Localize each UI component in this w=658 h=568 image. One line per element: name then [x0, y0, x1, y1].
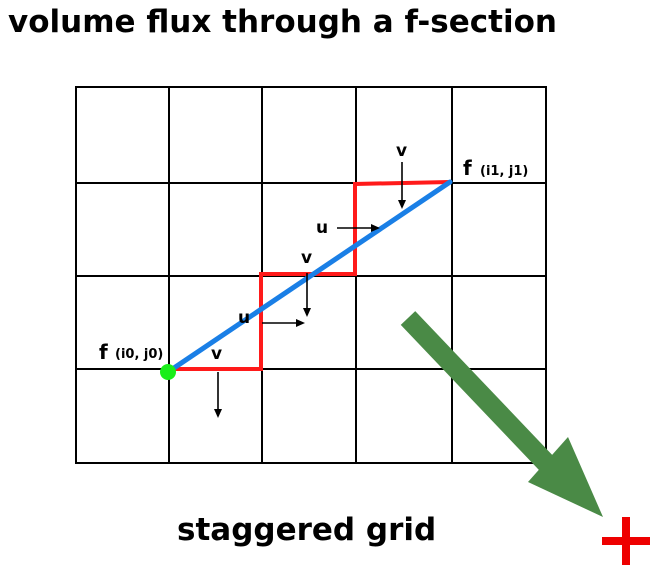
staircase-path [168, 180, 451, 371]
end-point-label: f (i1, j1) [463, 156, 528, 180]
start-point-index: (i0, j0) [115, 347, 163, 362]
start-point [160, 364, 176, 380]
end-point-index: (i1, j1) [480, 164, 528, 179]
flux-label-v: v [396, 141, 407, 161]
start-point-label: f (i0, j0) [99, 340, 163, 364]
flux-label-u: u [316, 218, 328, 238]
flux-arrows [214, 162, 406, 418]
plus-bar-vertical [622, 517, 630, 565]
start-point-symbol: f [99, 340, 108, 364]
flux-label-u: u [238, 308, 250, 328]
big-arrow-head [528, 437, 603, 517]
flux-label-v: v [301, 248, 312, 268]
flux-label-v: v [211, 344, 222, 364]
big-arrow [400, 311, 603, 517]
big-arrow-shaft [400, 311, 556, 472]
diagram-caption: staggered grid [177, 512, 436, 548]
grid [75, 86, 547, 464]
diagram-title: volume flux through a f-section [8, 4, 557, 40]
end-point-symbol: f [463, 156, 472, 180]
section-line [165, 179, 453, 375]
plus-marker [602, 517, 650, 565]
